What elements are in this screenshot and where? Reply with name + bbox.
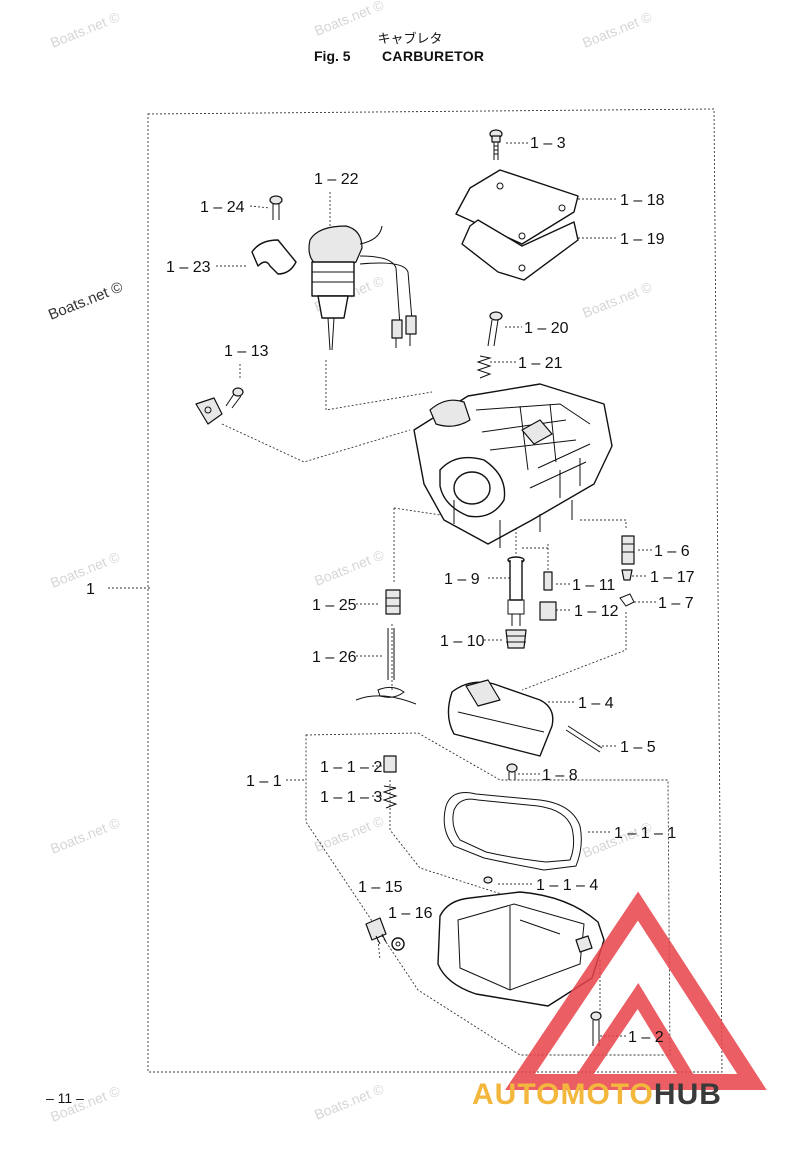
brand-part-2: HUB [653,1078,722,1111]
gasket-icon [461,219,579,281]
plug-icon [383,755,397,773]
figure-number: Fig. 5 [314,48,351,64]
jet-icon [385,589,401,615]
part-label: 1 – 1 [246,773,282,790]
drain-screw-icon [365,917,387,945]
page-number: – 11 – [46,1090,84,1106]
part-label: 1 – 1 – 3 [320,789,382,806]
part-label: 1 – 4 [578,695,614,712]
part-label: 1 – 15 [358,879,403,896]
part-label: 1 – 19 [620,231,665,248]
screw-icon [269,195,283,220]
part-label: 1 – 10 [440,633,485,650]
leader-lines [108,142,656,1037]
spring-icon [382,785,398,809]
pilot-jet-icon [543,571,553,591]
main-nozzle-icon [507,556,525,626]
part-labels: 1 – 3 1 – 18 1 – 19 1 – 22 1 – 24 1 – 23… [86,135,695,1046]
part-label: 1 – 8 [542,767,578,784]
float-pin-icon [565,725,603,753]
main-jet-icon [505,629,527,649]
part-label: 1 – 1 – 1 [614,825,676,842]
clip-icon [619,593,635,607]
clip-icon [251,239,297,275]
float-chamber-icon [437,891,605,1007]
washer-icon [391,937,405,951]
solenoid-icon [308,225,417,351]
screw-icon [590,1011,602,1046]
screw-icon [489,129,503,160]
part-label: 1 – 26 [312,649,357,666]
part-label: 1 [86,581,95,598]
part-label: 1 – 21 [518,355,563,372]
screw-icon [483,876,493,884]
adjuster-screw-icon [195,387,244,425]
brand-wordmark: AUTOMOTOHUB [472,1078,722,1112]
screw-icon [487,311,503,347]
part-label: 1 – 11 [572,577,615,594]
part-label: 1 – 17 [650,569,695,586]
part-label: 1 – 25 [312,597,357,614]
plug-icon [539,601,557,621]
part-label: 1 – 6 [654,543,690,560]
screw-icon [506,763,518,780]
part-label: 1 – 2 [628,1029,664,1046]
brand-logo-icon [505,891,767,1090]
part-label: 1 – 1 – 4 [536,877,598,894]
assembly-boundary [147,108,723,1073]
part-label: 1 – 23 [166,259,211,276]
part-label: 1 – 24 [200,199,245,216]
japanese-title: キャブレタ [377,32,443,47]
carburetor-body-icon [413,383,613,548]
part-label: 1 – 7 [658,595,694,612]
part-label: 1 – 18 [620,192,665,209]
part-label: 1 – 9 [444,571,480,588]
brand-part-1: AUTOMOTO [472,1078,654,1111]
float-icon [447,679,554,757]
part-label: 1 – 13 [224,343,269,360]
part-label: 1 – 22 [314,171,359,188]
pin-icon [355,628,417,705]
part-label: 1 – 20 [524,320,569,337]
part-label: 1 – 5 [620,739,656,756]
part-label: 1 – 3 [530,135,566,152]
part-label: 1 – 16 [388,905,433,922]
part-label: 1 – 1 – 2 [320,759,382,776]
needle-valve-icon [621,535,635,581]
diagram-title: CARBURETOR [382,48,485,64]
part-label: 1 – 12 [574,603,619,620]
spring-icon [476,355,492,379]
float-chamber-gasket-icon [443,792,582,871]
